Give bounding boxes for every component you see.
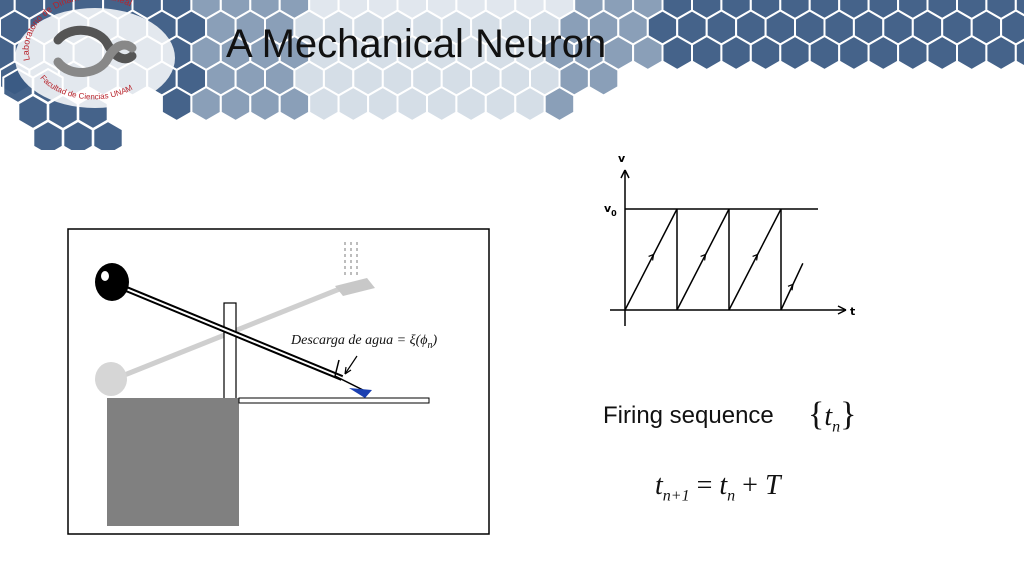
water-discharge-label: Descarga de agua = ξ(ϕn)	[290, 333, 437, 351]
hexagon-tile	[691, 34, 723, 72]
hexagon-tile	[808, 34, 841, 72]
hexagon-tile	[92, 119, 124, 150]
ramp-arrow	[787, 283, 794, 291]
hexagon-tile	[219, 85, 252, 123]
hexagon-tile	[337, 85, 370, 123]
hexagon-tile	[543, 85, 576, 123]
water-spill	[349, 388, 372, 398]
ramp-segment	[676, 208, 730, 311]
hexagon-tile	[779, 34, 811, 72]
hexagon-tile	[396, 85, 428, 123]
ramp-arrow	[752, 253, 759, 261]
base-block	[107, 398, 239, 526]
hexagon-tile	[514, 85, 546, 123]
lab-logo: Laboratorio de Dinámica No Lineal Facult…	[15, 0, 175, 108]
hexagon-tile	[867, 34, 900, 72]
sawtooth-series	[624, 208, 804, 311]
hexagon-tile	[190, 85, 222, 123]
logo-emblem	[53, 25, 137, 77]
slide-title: A Mechanical Neuron	[226, 22, 607, 66]
hexagon-tile	[897, 34, 929, 72]
pivot-post	[223, 302, 237, 402]
hexagon-tile	[249, 85, 281, 123]
drain-platform	[238, 397, 430, 404]
hexagon-tile	[838, 34, 870, 72]
hexagon-tile	[278, 85, 311, 123]
ramp-segment	[780, 263, 804, 311]
ramp-arrow	[648, 253, 655, 261]
hexagon-tile	[661, 34, 693, 72]
hexagon-tile	[484, 85, 517, 123]
lever-active-position	[95, 263, 372, 398]
hexagon-tile	[720, 34, 752, 72]
firing-sequence-set: {tn}	[808, 396, 857, 436]
sawtooth-voltage-plot: v v0 t	[604, 152, 855, 326]
hexagon-tile	[308, 85, 340, 123]
ramp-arrow	[700, 253, 707, 261]
hexagon-tile	[632, 34, 664, 72]
ramp-segment	[728, 208, 782, 311]
hexagon-tile	[455, 85, 487, 123]
hexagon-tile	[1014, 38, 1024, 68]
firing-sequence-label: Firing sequence	[603, 402, 774, 429]
hexagon-tile	[426, 85, 458, 123]
x-axis-label: t	[850, 305, 855, 318]
hexagon-tile	[985, 34, 1017, 72]
hexagon-tile	[749, 34, 782, 72]
ramp-segment	[624, 208, 678, 311]
hexagon-tile	[32, 119, 64, 150]
threshold-label: v0	[604, 202, 617, 218]
y-axis-label: v	[618, 152, 626, 165]
mechanical-neuron-diagram: Descarga de agua = ξ(ϕn)	[67, 228, 490, 535]
hexagon-tile	[956, 34, 988, 72]
plot-axes	[610, 169, 847, 326]
hexagon-tile	[367, 85, 399, 123]
hexagon-tile	[587, 60, 620, 97]
recurrence-equation: tn+1 = tn + T	[655, 470, 781, 505]
hexagon-tile	[926, 34, 958, 72]
